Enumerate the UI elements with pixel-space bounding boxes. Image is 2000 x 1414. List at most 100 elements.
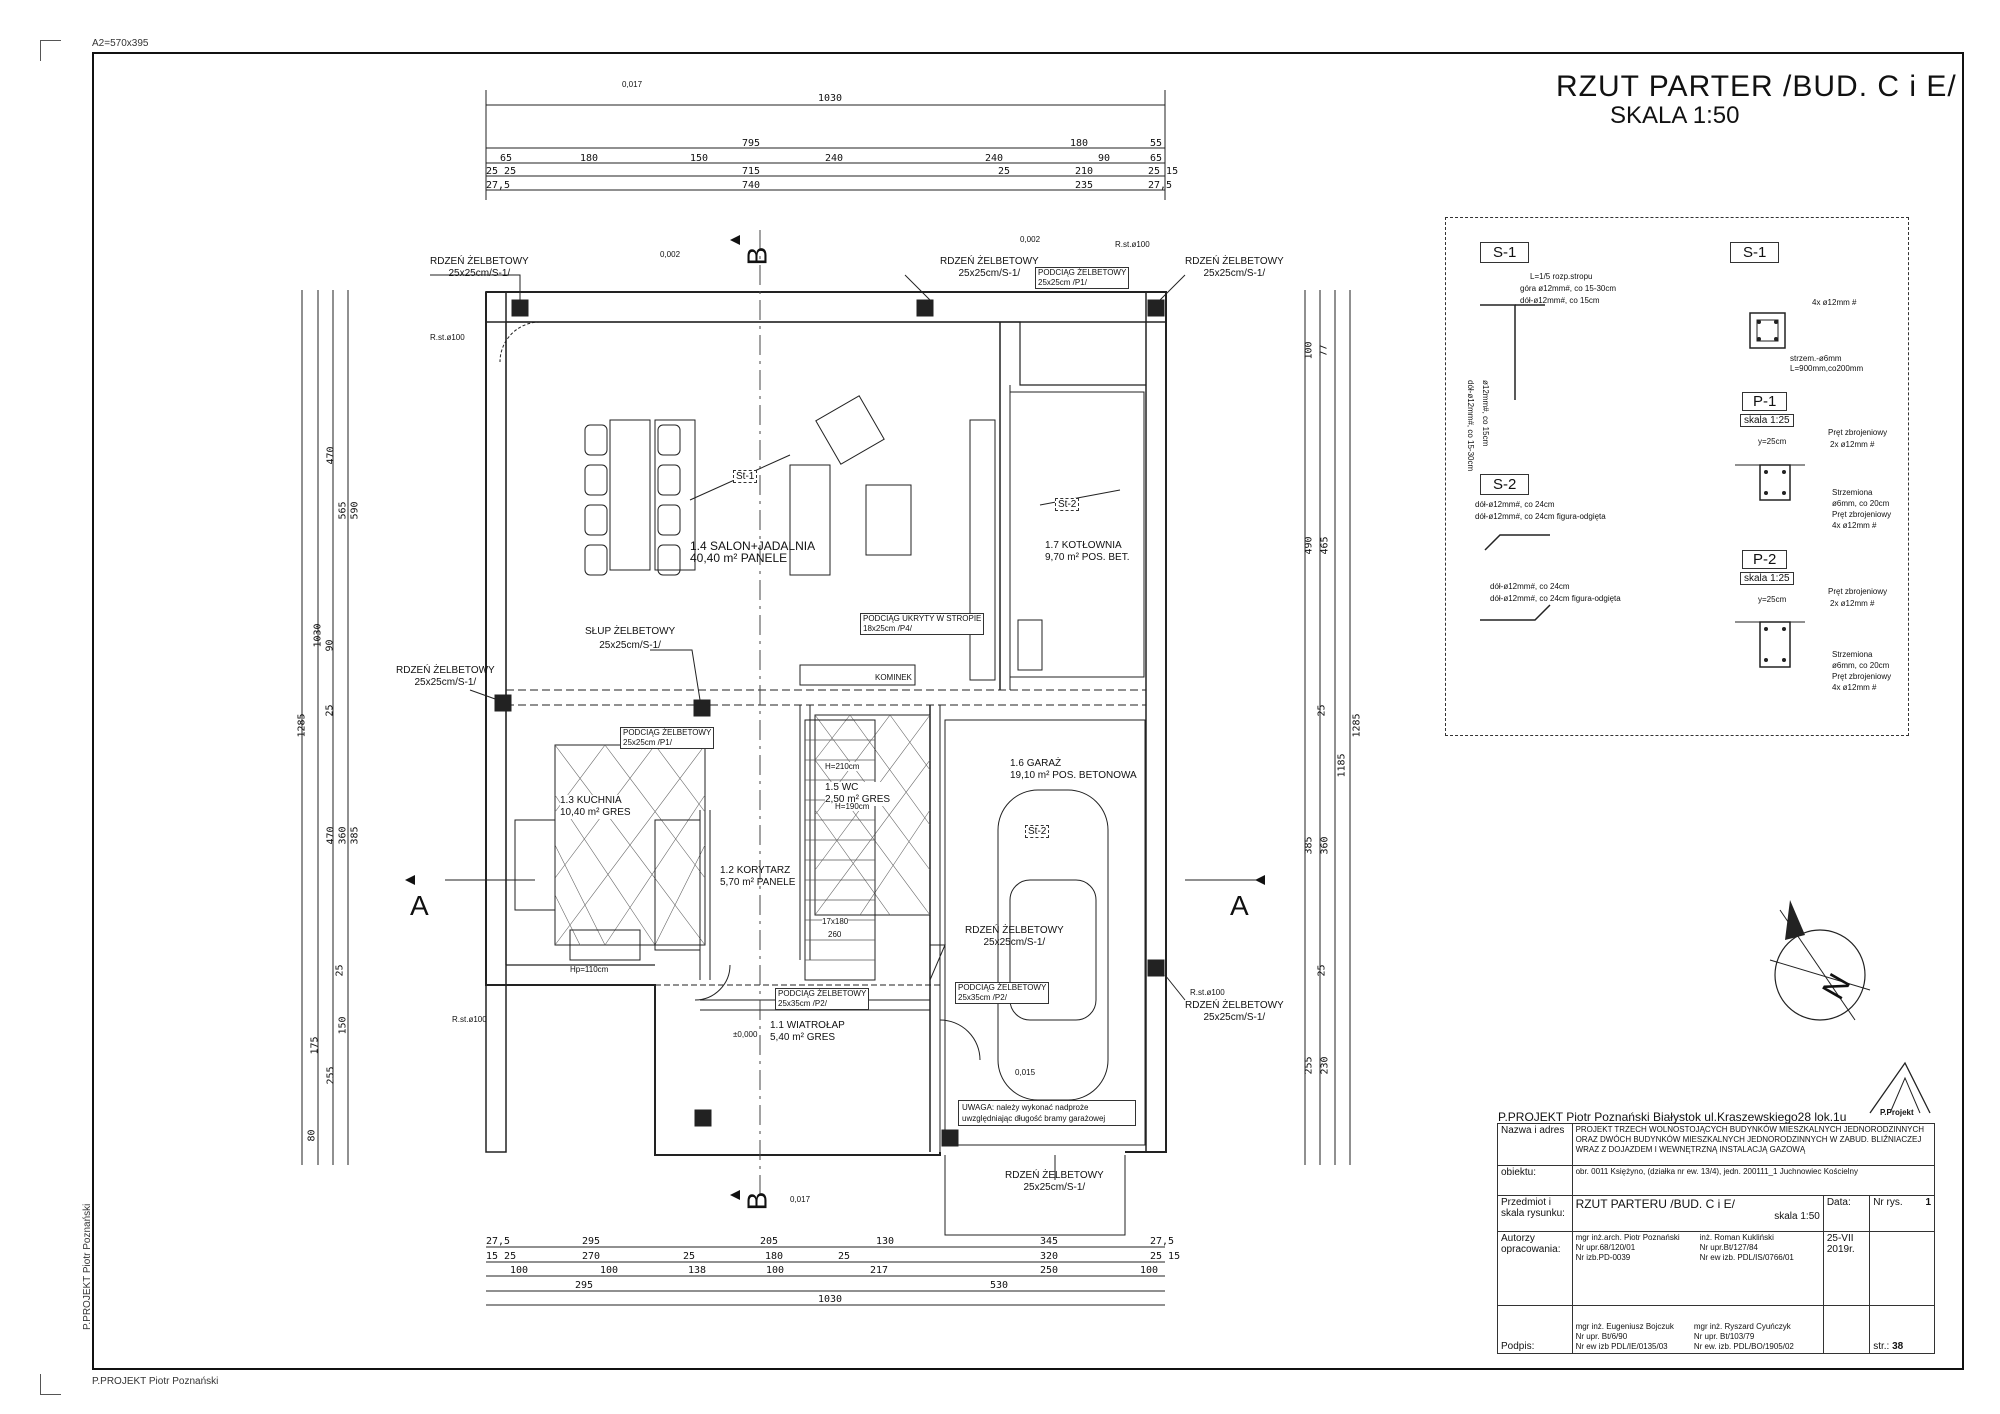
dim-top-r1-0: 1030 bbox=[818, 93, 843, 104]
podciag-size: 25x25cm /P1/ bbox=[623, 738, 672, 747]
room-num: 1.3 bbox=[560, 795, 574, 806]
dim-left-2: 470 bbox=[325, 446, 337, 465]
rdzen-size: 25x25cm/S-1/ bbox=[448, 268, 511, 279]
dim-right-1: 1185 bbox=[1336, 753, 1348, 778]
podciag-p2b-label: PODCIĄG ŻELBETOWY 25x35cm /P2/ bbox=[955, 982, 1050, 1004]
title-block: Nazwa i adres PROJEKT TRZECH WOLNOSTOJĄC… bbox=[1497, 1123, 1936, 1354]
rdzen-size: 25x25cm/S-1/ bbox=[983, 937, 1046, 948]
logo-icon bbox=[1869, 1061, 1931, 1114]
dim-right-2: 490 bbox=[1303, 536, 1315, 555]
legend-s1-t2: góra ø12mm#, co 15-30cm bbox=[1520, 284, 1617, 293]
dim-bot-r4-1: 530 bbox=[990, 1280, 1009, 1291]
rdzen-size: 25x25cm/S-1/ bbox=[958, 268, 1021, 279]
section-b-bot: B bbox=[741, 1191, 773, 1211]
room-num: 1.2 bbox=[720, 865, 734, 876]
rst-label-tr: R.st.ø100 bbox=[1115, 240, 1150, 249]
stairs-label: 17x180 bbox=[822, 917, 849, 926]
tb-company: P.PROJEKT Piotr Poznański Białystok ul.K… bbox=[1498, 1110, 1847, 1124]
legend-p1-strzem2: ø6mm, co 20cm bbox=[1832, 499, 1890, 508]
room-floor: GRES bbox=[602, 807, 631, 818]
legend-p2-pret: Pręt zbrojeniowy bbox=[1828, 587, 1888, 596]
dim-left-3: 565 bbox=[337, 501, 349, 520]
legend-s1-t3: dół-ø12mm#, co 15cm bbox=[1520, 296, 1600, 305]
tb-str-label: str.: bbox=[1873, 1341, 1890, 1352]
dim-right-5: 385 bbox=[1303, 836, 1315, 855]
room-name: SALON+JADALNIA bbox=[710, 539, 816, 553]
room-korytarz: 1.2 KORYTARZ 5,70 m² PANELE bbox=[720, 865, 795, 889]
legend-p1-section bbox=[1735, 464, 1805, 501]
tb-b2-l2: Nr upr. Bt/103/79 bbox=[1693, 1332, 1755, 1341]
room-salon: 1.4 SALON+JADALNIA 40,40 m² PANELE bbox=[690, 540, 815, 564]
legend-s2-t2: dół-ø12mm#, co 24cm figura-odgięta bbox=[1475, 512, 1606, 521]
podciag-size: 25x25cm /P1/ bbox=[1038, 278, 1087, 287]
rdzen-text: RDZEŃ ŻELBETOWY bbox=[1185, 1000, 1284, 1011]
dim-top-r5-3: 27,5 bbox=[1148, 180, 1173, 191]
drawing-title: RZUT PARTER /BUD. C i E/ bbox=[1556, 70, 1957, 103]
legend-s2-rebar2 bbox=[1480, 604, 1551, 621]
legend-s1r-t2: strzem.-ø6mm bbox=[1790, 354, 1842, 363]
dim-right-11: 77 bbox=[1318, 344, 1330, 357]
ref-015: 0,015 bbox=[1015, 1068, 1036, 1077]
tb-nazwa-label: Nazwa i adres bbox=[1497, 1123, 1573, 1166]
dim-left-5: 90 bbox=[324, 639, 336, 652]
dim-top-r3-0: 65 bbox=[500, 153, 513, 164]
legend-s1r-t1: 4x ø12mm # bbox=[1812, 298, 1857, 307]
dim-top-r3-5: 90 bbox=[1098, 153, 1111, 164]
tb-data-label: Data: bbox=[1822, 1195, 1871, 1232]
dim-bot-r1-5: 27,5 bbox=[1150, 1236, 1175, 1247]
legend-p1-scale: skala 1:25 bbox=[1740, 414, 1794, 427]
rdzen-label-bot: RDZEŃ ŻELBETOWY 25x25cm/S-1/ bbox=[1005, 1170, 1104, 1194]
rdzen-text: RDZEŃ ŻELBETOWY bbox=[430, 256, 529, 267]
rdzen-size: 25x25cm/S-1/ bbox=[1203, 1012, 1266, 1023]
legend-p2-scale: skala 1:25 bbox=[1740, 572, 1794, 585]
legend-s2-rebar bbox=[1484, 534, 1550, 551]
dim-top-r3-6: 65 bbox=[1150, 153, 1163, 164]
room-floor: GRES bbox=[806, 1032, 836, 1043]
dim-left-6: 25 bbox=[324, 704, 336, 717]
rdzen-size: 25x25cm/S-1/ bbox=[414, 677, 477, 688]
dim-bot-r2-4: 25 bbox=[838, 1251, 851, 1262]
dim-top-r2-2: 55 bbox=[1150, 138, 1163, 149]
rdzen-size: 25x25cm/S-1/ bbox=[1203, 268, 1266, 279]
rdzen-label-tl: RDZEŃ ŻELBETOWY 25x25cm/S-1/ bbox=[430, 256, 529, 280]
komin-label: KOMINEK bbox=[875, 673, 912, 682]
room-area: 9,70 m² bbox=[1045, 552, 1079, 563]
dim-top-r2-0: 795 bbox=[742, 138, 761, 149]
dim-right-6: 360 bbox=[1319, 836, 1331, 855]
room-num: 1.7 bbox=[1045, 540, 1059, 551]
rdzen-text: RDZEŃ ŻELBETOWY bbox=[1185, 256, 1284, 267]
dim-bot-r1-2: 205 bbox=[760, 1236, 779, 1247]
room-kuchnia: 1.3 KUCHNIA 10,40 m² GRES bbox=[560, 795, 631, 819]
room-floor: POS. BET. bbox=[1081, 552, 1130, 563]
tb-przedmiot: RZUT PARTERU /BUD. C i E/ bbox=[1575, 1197, 1735, 1211]
room-kotlownia: 1.7 KOTŁOWNIA 9,70 m² POS. BET. bbox=[1045, 540, 1129, 564]
tb-date: 25-VII 2019r. bbox=[1822, 1231, 1871, 1306]
legend-p2-strzem2: ø6mm, co 20cm bbox=[1832, 661, 1890, 670]
section-a-left: A bbox=[410, 890, 429, 921]
dim-bot-r2-6: 25 15 bbox=[1150, 1251, 1181, 1262]
dim-bot-r2-1: 270 bbox=[582, 1251, 601, 1262]
room-num: 1.6 bbox=[1010, 758, 1024, 769]
dim-right-9: 25 bbox=[1316, 964, 1328, 977]
legend-p2-strzem: Strzemiona bbox=[1832, 650, 1873, 659]
tb-empty2 bbox=[1822, 1305, 1871, 1354]
dim-top-r3-3: 240 bbox=[825, 153, 844, 164]
dim-top-r5-1: 740 bbox=[742, 180, 761, 191]
rdzen-text: RDZEŃ ŻELBETOWY bbox=[965, 925, 1064, 936]
tb-przedmiot-cell: RZUT PARTERU /BUD. C i E/ skala 1:50 bbox=[1571, 1195, 1824, 1232]
room-floor: GRES bbox=[861, 794, 891, 805]
dim-left-11: 175 bbox=[309, 1036, 321, 1055]
ref-017-top: 0,017 bbox=[622, 80, 643, 89]
dim-top-r4-4: 25 15 bbox=[1148, 166, 1179, 177]
tb-autorzy-cell: mgr inż.arch. Piotr Poznański Nr upr.68/… bbox=[1571, 1231, 1824, 1306]
dim-left-0: 1285 bbox=[296, 713, 308, 738]
dim-bot-r1-3: 130 bbox=[876, 1236, 895, 1247]
tb-skala: skala 1:50 bbox=[1774, 1211, 1820, 1222]
dim-right-3: 465 bbox=[1319, 536, 1331, 555]
tb-autorzy-label: Autorzy opracowania: bbox=[1497, 1231, 1573, 1306]
tb-nr-cell: Nr rys. 1 bbox=[1869, 1195, 1935, 1232]
legend-s2-label: S-2 bbox=[1480, 474, 1530, 495]
dim-top-r4-2: 25 bbox=[998, 166, 1011, 177]
dim-top-r5-0: 27,5 bbox=[486, 180, 511, 191]
drawing-frame bbox=[92, 52, 1964, 1370]
